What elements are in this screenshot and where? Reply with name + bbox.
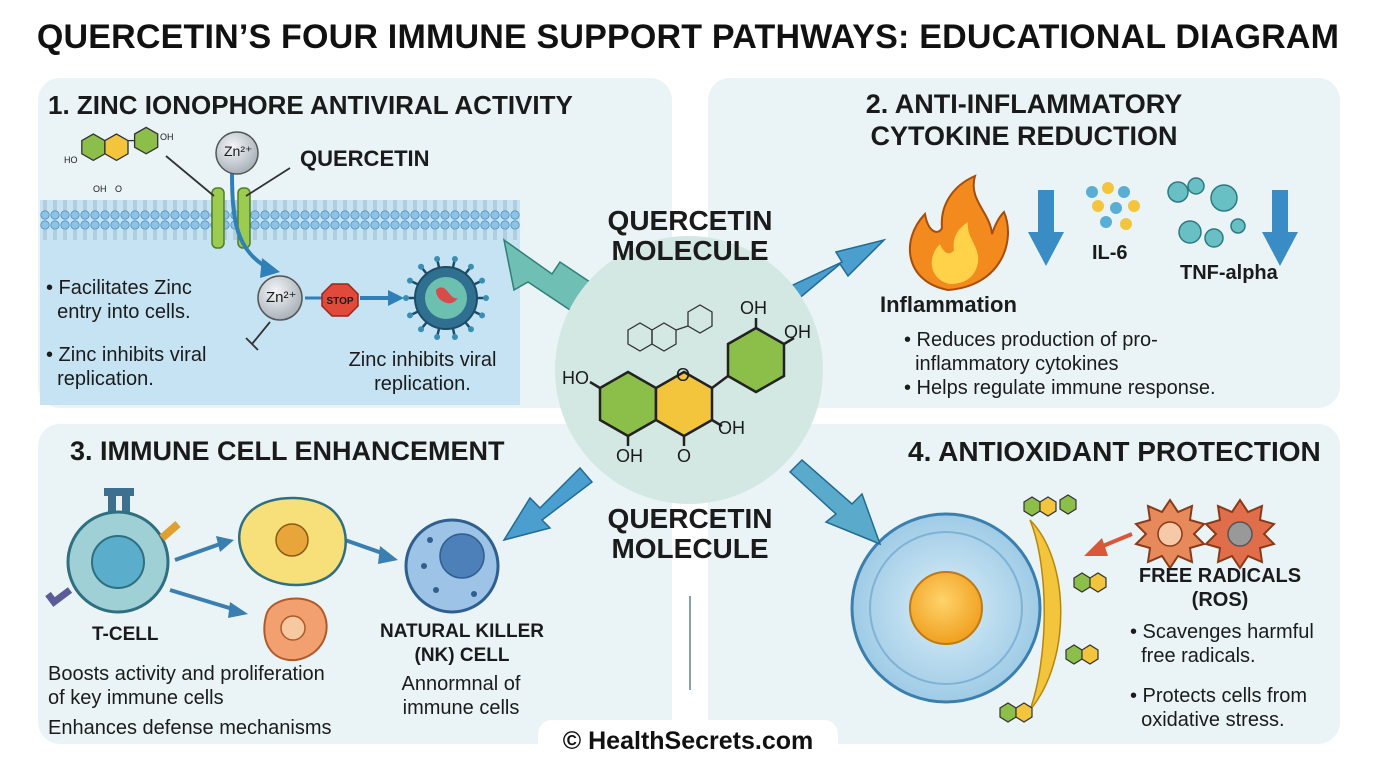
virus-spike-tip (406, 277, 413, 284)
deflect-arrow-icon (1084, 532, 1133, 556)
virus-spike-tip (467, 326, 474, 333)
zinc-ion-icon (257, 275, 303, 321)
inflammation-label: Inflammation (880, 292, 1017, 317)
down-arrow-icon (1262, 190, 1298, 266)
virus-spike-tip (406, 312, 413, 319)
t-cell-icon (45, 488, 181, 614)
inhibit-line (251, 321, 271, 345)
panel3-text-defense: Enhances defense mechanisms (48, 717, 332, 739)
panel3-title: 3. IMMUNE CELL ENHANCEMENT (70, 436, 505, 466)
tnf-alpha-label: TNF-alpha (1180, 262, 1278, 284)
panel1-title: 1. ZINC IONOPHORE ANTIVIRAL ACTIVITY (48, 90, 573, 120)
pointer-line (245, 167, 291, 197)
pointer-line (165, 155, 215, 197)
virus-icon (403, 256, 489, 340)
virus-spike-tip (451, 256, 458, 263)
virus-spike-tip (418, 263, 425, 270)
panel2-title: 2. ANTI-INFLAMMATORY CYTOKINE REDUCTION (865, 89, 1183, 151)
healthy-cell-icon (850, 512, 1062, 711)
zinc-ion-label: Zn²⁺ (266, 289, 297, 306)
credit-text: © HealthSecrets.com (562, 727, 814, 755)
il6-molecules-icon (1086, 182, 1140, 230)
membrane-channel (211, 187, 251, 249)
molecule-label-bottom: QUERCETIN MOLECULE (580, 504, 800, 564)
atom-oh: OH (718, 418, 745, 438)
mini-atom-ho: HO (64, 155, 78, 165)
panel2-bullet-cytokines: • Reduces production of pro- inflammator… (904, 329, 1158, 375)
pathway-arrow-icon (502, 466, 594, 542)
panel4-bullet-protects: • Protects cells from oxidative stress. (1130, 685, 1308, 731)
pathway-arrow-icon (788, 458, 882, 546)
atom-ho: HO (562, 368, 589, 388)
free-radical-icon (1134, 498, 1276, 570)
zinc-ion-icon (215, 131, 259, 175)
dividing-cell-icon (263, 597, 328, 662)
panel4-title: 4. ANTIOXIDANT PROTECTION (908, 436, 1321, 467)
virus-spike-tip (479, 312, 486, 319)
zinc-ion-label: Zn²⁺ (224, 143, 253, 159)
virus-spike-tip (434, 256, 441, 263)
activated-cell-icon (238, 496, 347, 587)
atom-oh: OH (616, 446, 643, 466)
mini-atom-oh: OH (93, 184, 107, 194)
quercetin-small-molecule (627, 304, 713, 352)
credit-badge: © HealthSecrets.com (538, 720, 838, 762)
zinc-entry-arrowhead (260, 258, 280, 278)
virus-spike-tip (451, 333, 458, 340)
page-title: QUERCETIN’S FOUR IMMUNE SUPPORT PATHWAYS… (36, 18, 1340, 56)
molecule-label-top: QUERCETIN MOLECULE (580, 206, 800, 266)
panel1-virus-caption: Zinc inhibits viral replication. (348, 349, 497, 395)
t-cell-label: T-CELL (92, 624, 159, 645)
stop-label: STOP (326, 296, 353, 307)
nk-cell-icon (404, 518, 500, 614)
virus-spike-tip (467, 263, 474, 270)
mini-atom-o: O (115, 184, 122, 194)
quercetin-main-molecule (589, 318, 795, 446)
atom-oh: OH (740, 298, 767, 318)
free-radicals-label: FREE RADICALS (ROS) (1138, 565, 1302, 611)
nk-cell-sublabel: Annormnal of immune cells (401, 673, 521, 719)
nk-cell-label: NATURAL KILLER (NK) CELL (380, 621, 544, 666)
stop-sign-icon: STOP (321, 283, 359, 317)
quercetin-mini-molecule (81, 126, 159, 162)
arrow-to-virus-head (388, 290, 404, 306)
tnf-alpha-molecules-icon (1167, 177, 1246, 248)
panel1-bullet-entry: • Facilitates Zinc entry into cells. (46, 277, 192, 323)
quercetin-mini-molecule (999, 494, 1107, 723)
inhibit-bar (245, 337, 259, 351)
arrow-icon (169, 536, 398, 618)
panel4-bullet-scavenges: • Scavenges harmful free radicals. (1130, 621, 1314, 667)
mini-atom-oh: OH (160, 132, 174, 142)
panel3-text-boosts: Boosts activity and proliferation of key… (48, 663, 325, 709)
quercetin-label: QUERCETIN (300, 146, 430, 171)
molecule-label-bottom-text: QUERCETIN MOLECULE (607, 503, 773, 564)
virus-spike-tip (418, 326, 425, 333)
virus-spike-tip (434, 333, 441, 340)
down-arrow-icon (1028, 190, 1064, 266)
zinc-entry-arrow (230, 171, 269, 270)
virus-spike-tip (403, 295, 409, 301)
panel1-bullet-inhibit: • Zinc inhibits viral replication. (46, 344, 207, 390)
atom-oh: OH (784, 322, 811, 342)
il6-label: IL-6 (1092, 242, 1128, 264)
atom-o: O (676, 365, 690, 385)
molecule-label-top-text: QUERCETIN MOLECULE (607, 205, 773, 266)
flame-icon (908, 174, 1009, 292)
atom-o: O (677, 446, 691, 466)
panel2-bullet-regulate: • Helps regulate immune response. (904, 377, 1216, 399)
virus-spike-tip (479, 277, 486, 284)
virus-spike-tip (483, 295, 489, 301)
